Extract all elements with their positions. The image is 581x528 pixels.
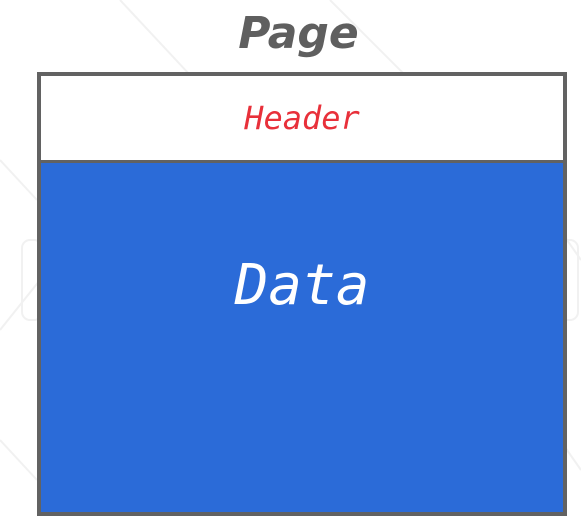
data-section: Data (41, 163, 563, 512)
page-block: Header Data (37, 72, 567, 516)
page-title: Page (238, 8, 359, 59)
header-label: Header (244, 99, 360, 137)
header-section: Header (41, 76, 563, 163)
data-label: Data (234, 253, 370, 318)
